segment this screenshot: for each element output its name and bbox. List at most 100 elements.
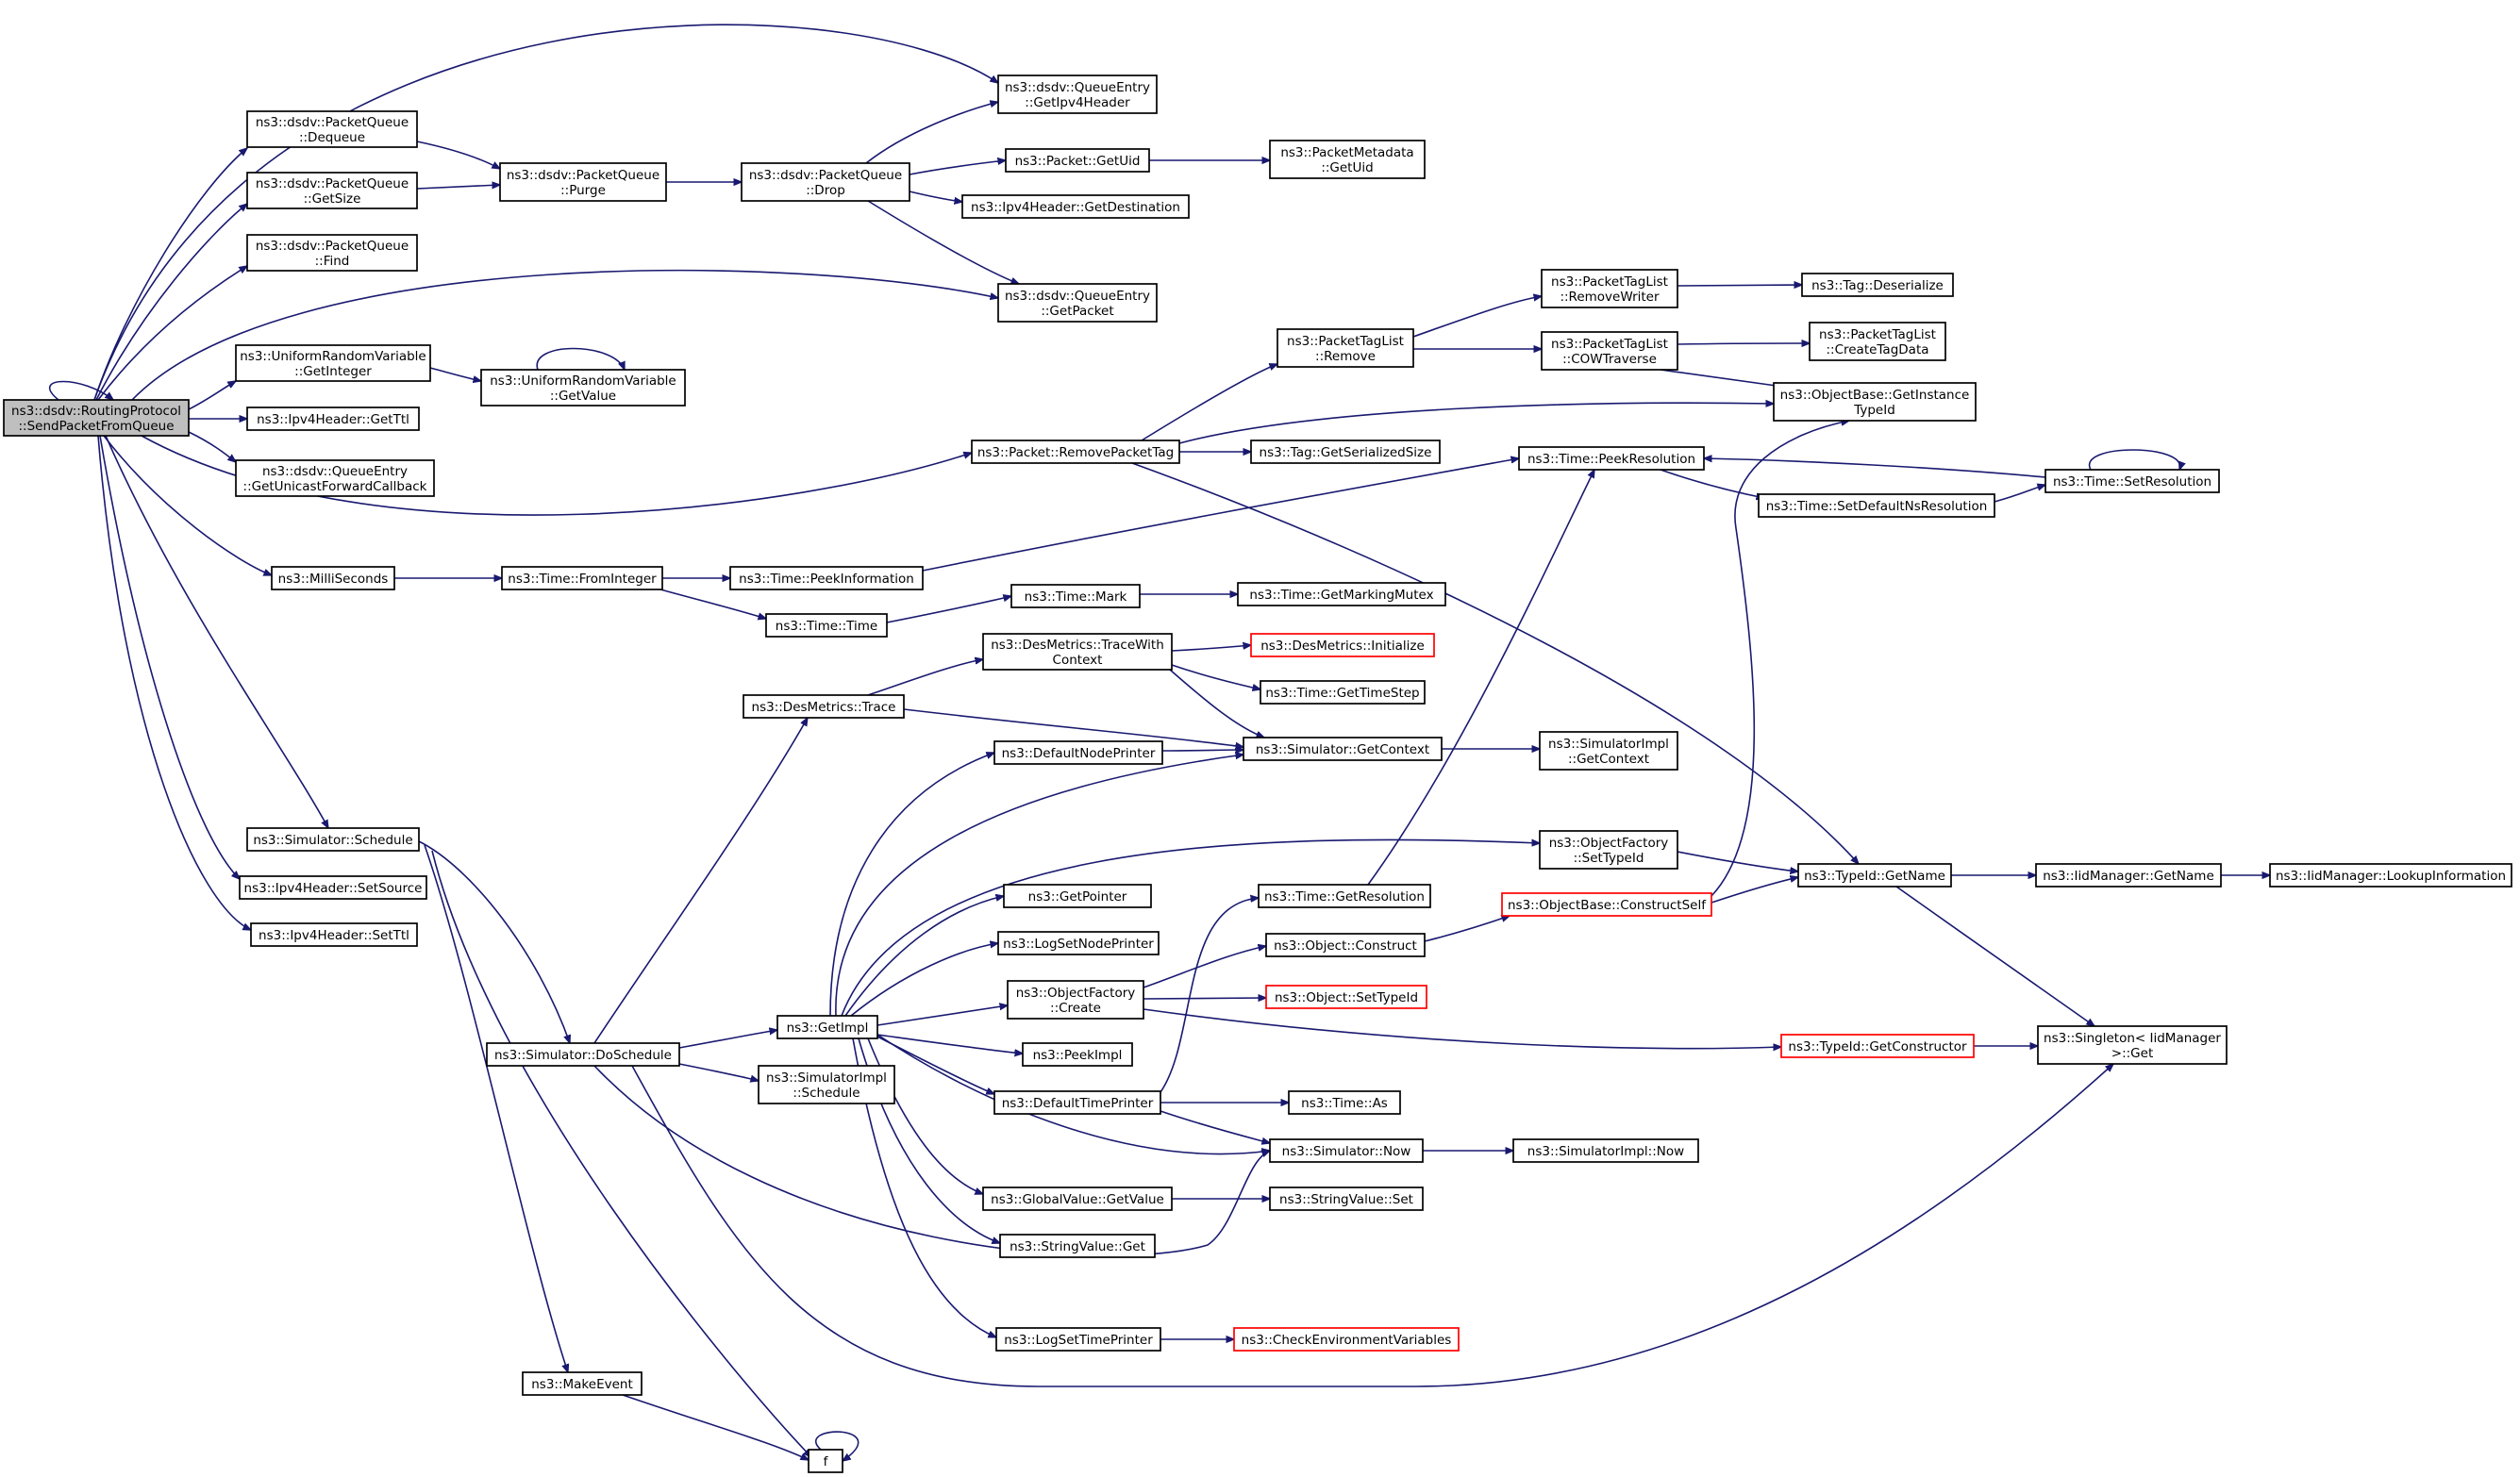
- node-iidmanager_lookup[interactable]: ns3::IidManager::LookupInformation: [2269, 863, 2512, 888]
- node-desmetrics_trace[interactable]: ns3::DesMetrics::Trace: [743, 694, 905, 719]
- node-label: ns3::GetPointer: [1028, 889, 1127, 904]
- node-singleton_get[interactable]: ns3::Singleton< IidManager >::Get: [2037, 1025, 2228, 1065]
- edge-sim_schedule-to-makeevent: [424, 844, 568, 1372]
- node-logtimeprinter[interactable]: ns3::LogSetTimePrinter: [995, 1327, 1161, 1352]
- node-qe_getpacket[interactable]: ns3::dsdv::QueueEntry::GetPacket: [997, 283, 1158, 323]
- node-of_create[interactable]: ns3::ObjectFactory::Create: [1007, 980, 1144, 1020]
- node-label: ::GetIpv4Header: [1025, 95, 1130, 110]
- node-ptl_remove[interactable]: ns3::PacketTagList::Remove: [1277, 328, 1414, 368]
- node-getimpl[interactable]: ns3::GetImpl: [776, 1015, 878, 1039]
- node-label: ns3::ObjectFactory: [1016, 986, 1136, 1001]
- edge-sim_doschedule-to-singleton_get: [631, 1064, 2113, 1387]
- node-typeid_getname[interactable]: ns3::TypeId::GetName: [1797, 863, 1952, 888]
- edge-object_construct-to-ob_constructself: [1424, 916, 1510, 942]
- edge-desmetrics_trace-to-sim_getcontext: [903, 708, 1243, 747]
- node-ptl_createtagdata[interactable]: ns3::PacketTagList::CreateTagData: [1809, 322, 1946, 361]
- node-pm_getuid[interactable]: ns3::PacketMetadata::GetUid: [1269, 140, 1426, 179]
- node-object_settypeid[interactable]: ns3::Object::SetTypeId: [1265, 985, 1427, 1009]
- node-pq_drop[interactable]: ns3::dsdv::PacketQueue::Drop: [741, 162, 910, 202]
- node-packet_getuid[interactable]: ns3::Packet::GetUid: [1005, 148, 1150, 173]
- node-sim_now[interactable]: ns3::Simulator::Now: [1269, 1138, 1424, 1163]
- node-label: ns3::Time::SetDefaultNsResolution: [1766, 499, 1988, 514]
- node-label: ns3::Time::Mark: [1025, 589, 1127, 605]
- node-packet_removetag[interactable]: ns3::Packet::RemovePacketTag: [971, 440, 1180, 464]
- edge-packet_removetag-to-ob_getinstancetypeid: [1178, 403, 1774, 444]
- node-label: ns3::dsdv::QueueEntry: [1005, 80, 1150, 95]
- node-time_getmarkingmutex[interactable]: ns3::Time::GetMarkingMutex: [1237, 582, 1446, 606]
- node-time_peekinfo[interactable]: ns3::Time::PeekInformation: [729, 566, 924, 590]
- node-sv_get[interactable]: ns3::StringValue::Get: [999, 1234, 1156, 1258]
- node-sv_set[interactable]: ns3::StringValue::Set: [1269, 1187, 1424, 1211]
- node-pq_find[interactable]: ns3::dsdv::PacketQueue::Find: [246, 234, 418, 272]
- node-typeid_getconstructor[interactable]: ns3::TypeId::GetConstructor: [1780, 1034, 1975, 1058]
- node-label: ns3::DesMetrics::Trace: [752, 700, 896, 715]
- node-ipv4_getttl[interactable]: ns3::Ipv4Header::GetTtl: [246, 407, 420, 431]
- node-pq_dequeue[interactable]: ns3::dsdv::PacketQueue::Dequeue: [246, 110, 418, 148]
- node-getpointer[interactable]: ns3::GetPointer: [1003, 884, 1152, 908]
- node-dm_initialize[interactable]: ns3::DesMetrics::Initialize: [1250, 633, 1435, 657]
- node-sim_doschedule[interactable]: ns3::Simulator::DoSchedule: [486, 1042, 680, 1067]
- node-ipv4_setsource[interactable]: ns3::Ipv4Header::SetSource: [239, 875, 427, 900]
- node-label: ns3::Time::SetResolution: [2053, 474, 2211, 490]
- edge-pq_dequeue-to-pq_purge: [416, 141, 500, 169]
- node-pq_purge[interactable]: ns3::dsdv::PacketQueue::Purge: [499, 162, 667, 202]
- node-qe_getucb[interactable]: ns3::dsdv::QueueEntry::GetUnicastForward…: [235, 459, 435, 497]
- node-time_setdefaultns[interactable]: ns3::Time::SetDefaultNsResolution: [1758, 493, 1995, 518]
- node-ptl_cowtraverse[interactable]: ns3::PacketTagList::COWTraverse: [1541, 331, 1678, 371]
- node-simimpl_getcontext[interactable]: ns3::SimulatorImpl::GetContext: [1539, 731, 1678, 771]
- edge-dm_tracewithcontext-to-sim_getcontext: [1169, 669, 1264, 738]
- node-ob_constructself[interactable]: ns3::ObjectBase::ConstructSelf: [1501, 892, 1712, 917]
- edge-root-to-pq_find: [97, 266, 247, 401]
- node-f[interactable]: f: [808, 1449, 843, 1473]
- node-time_as[interactable]: ns3::Time::As: [1288, 1090, 1401, 1115]
- edge-getimpl-to-defaultnodeprinter: [829, 753, 994, 1017]
- node-makeevent[interactable]: ns3::MakeEvent: [522, 1371, 643, 1396]
- node-gv_getvalue[interactable]: ns3::GlobalValue::GetValue: [982, 1187, 1173, 1211]
- node-label: ns3::CheckEnvironmentVariables: [1242, 1333, 1452, 1348]
- node-label: ::SendPacketFromQueue: [18, 419, 174, 434]
- node-ipv4_setttl[interactable]: ns3::Ipv4Header::SetTtl: [250, 922, 418, 947]
- node-time_gettimestep[interactable]: ns3::Time::GetTimeStep: [1260, 680, 1426, 705]
- node-ipv4_getdest[interactable]: ns3::Ipv4Header::GetDestination: [961, 194, 1190, 219]
- node-qe_getipv4[interactable]: ns3::dsdv::QueueEntry::GetIpv4Header: [997, 75, 1158, 114]
- node-time_frominteger[interactable]: ns3::Time::FromInteger: [501, 566, 663, 590]
- node-simimpl_schedule[interactable]: ns3::SimulatorImpl::Schedule: [758, 1065, 895, 1104]
- node-time_time[interactable]: ns3::Time::Time: [765, 613, 888, 638]
- node-urv_getvalue[interactable]: ns3::UniformRandomVariable::GetValue: [480, 369, 686, 407]
- edge-defaulttimeprinter-to-sim_now: [1160, 1110, 1270, 1143]
- node-time_getresolution[interactable]: ns3::Time::GetResolution: [1258, 884, 1431, 908]
- node-simimpl_now[interactable]: ns3::SimulatorImpl::Now: [1512, 1138, 1699, 1163]
- node-urv_getinteger[interactable]: ns3::UniformRandomVariable::GetInteger: [235, 344, 431, 382]
- node-iidmanager_getname[interactable]: ns3::IidManager::GetName: [2035, 863, 2222, 888]
- node-time_setresolution[interactable]: ns3::Time::SetResolution: [2044, 469, 2220, 493]
- edge-pq_drop-to-ipv4_getdest: [909, 191, 962, 202]
- node-milliseconds[interactable]: ns3::MilliSeconds: [271, 566, 395, 590]
- node-tag_getsersize[interactable]: ns3::Tag::GetSerializedSize: [1250, 440, 1441, 464]
- node-defaultnodeprinter[interactable]: ns3::DefaultNodePrinter: [993, 740, 1163, 765]
- node-root[interactable]: ns3::dsdv::RoutingProtocol::SendPacketFr…: [3, 399, 190, 437]
- edge-sim_doschedule-to-simimpl_schedule: [678, 1063, 759, 1081]
- node-object_construct[interactable]: ns3::Object::Construct: [1265, 933, 1426, 957]
- node-checkenv[interactable]: ns3::CheckEnvironmentVariables: [1233, 1327, 1460, 1352]
- node-ptl_removewriter[interactable]: ns3::PacketTagList::RemoveWriter: [1541, 269, 1678, 308]
- node-label: ::GetValue: [550, 389, 616, 404]
- node-sim_getcontext[interactable]: ns3::Simulator::GetContext: [1243, 737, 1443, 761]
- node-pq_getsize[interactable]: ns3::dsdv::PacketQueue::GetSize: [246, 172, 418, 209]
- node-lognodeprinter[interactable]: ns3::LogSetNodePrinter: [997, 931, 1160, 955]
- node-label: ns3::dsdv::QueueEntry: [262, 464, 408, 479]
- node-defaulttimeprinter[interactable]: ns3::DefaultTimePrinter: [993, 1090, 1161, 1115]
- node-label: ns3::UniformRandomVariable: [490, 373, 676, 389]
- node-peekimpl[interactable]: ns3::PeekImpl: [1022, 1042, 1133, 1067]
- node-of_settypeid[interactable]: ns3::ObjectFactory::SetTypeId: [1539, 830, 1678, 870]
- node-label: ns3::PacketTagList: [1551, 337, 1668, 352]
- edge-defaulttimeprinter-to-time_getresolution: [1160, 898, 1259, 1093]
- node-label: ns3::PeekImpl: [1033, 1048, 1123, 1063]
- edge-pq_getsize-to-pq_purge: [416, 185, 500, 190]
- node-tag_deserialize[interactable]: ns3::Tag::Deserialize: [1801, 273, 1954, 297]
- node-sim_schedule[interactable]: ns3::Simulator::Schedule: [246, 827, 420, 852]
- node-label: ::Remove: [1315, 349, 1376, 364]
- node-time_peekresolution[interactable]: ns3::Time::PeekResolution: [1518, 446, 1705, 471]
- node-time_mark[interactable]: ns3::Time::Mark: [1010, 584, 1141, 608]
